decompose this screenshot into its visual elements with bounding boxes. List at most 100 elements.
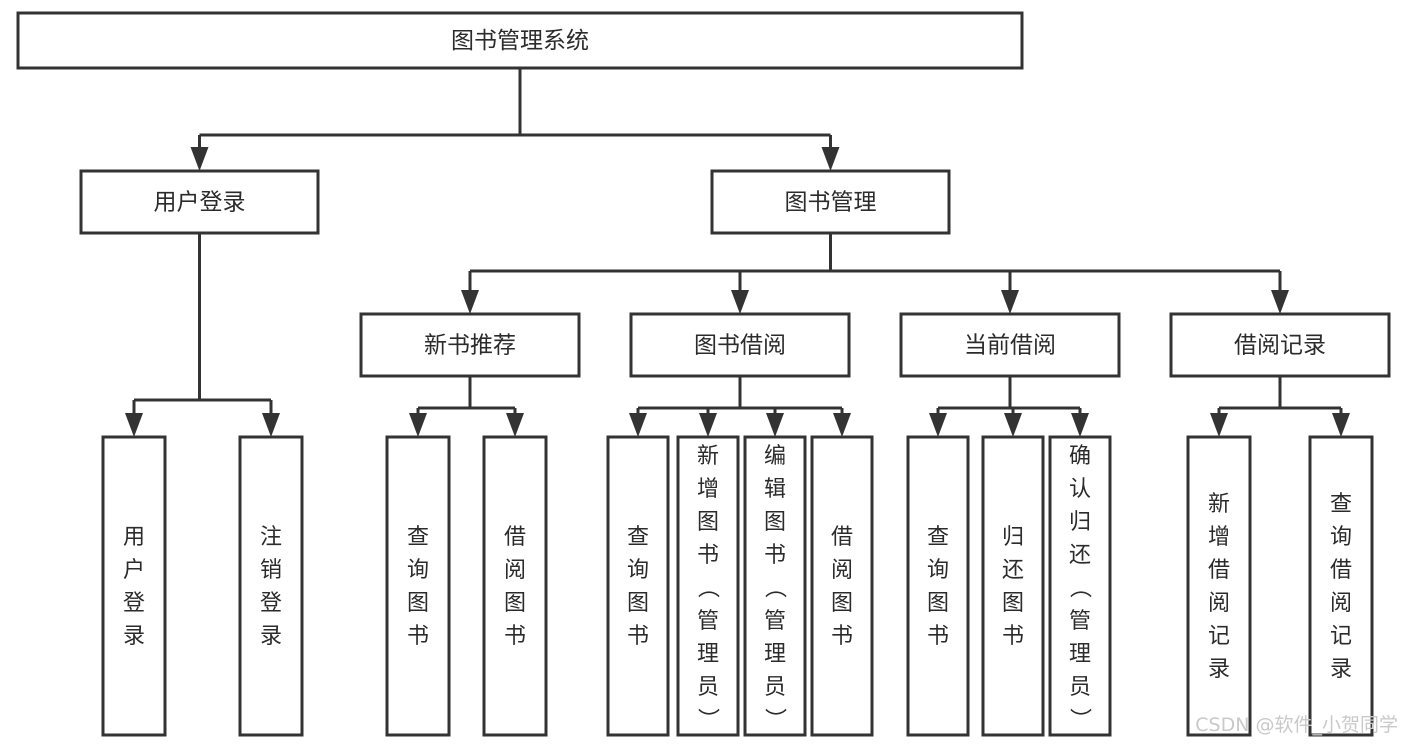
arrow-head-icon bbox=[731, 290, 749, 314]
arrow-connector bbox=[1004, 408, 1022, 437]
arrow-head-icon bbox=[821, 147, 840, 171]
leaf-node-6[interactable]: 新增图书（管理员） bbox=[676, 435, 740, 737]
leaf-node-rect bbox=[385, 435, 451, 737]
arrow-connector bbox=[833, 408, 851, 437]
leaf-node-label: 借阅图书 bbox=[504, 525, 526, 649]
level2-node-rect bbox=[1169, 312, 1391, 378]
leaf-node-rect bbox=[676, 435, 740, 737]
arrow-head-icon bbox=[766, 413, 784, 437]
leaf-node-4[interactable]: 借阅图书 bbox=[482, 435, 548, 737]
arrow-connector bbox=[262, 400, 280, 437]
level1-node-label: 图书管理 bbox=[785, 190, 877, 216]
arrow-head-icon bbox=[1001, 290, 1019, 314]
level2-node-label: 当前借阅 bbox=[964, 333, 1056, 359]
leaf-node-rect bbox=[101, 435, 167, 737]
arrow-head-icon bbox=[1332, 413, 1350, 437]
level1-node-1[interactable]: 用户登录 bbox=[79, 169, 320, 235]
leaf-node-rect bbox=[482, 435, 548, 737]
arrow-head-icon bbox=[1071, 413, 1089, 437]
arrow-connector bbox=[1332, 408, 1350, 437]
leaf-node-rect bbox=[238, 435, 304, 737]
leaf-node-10[interactable]: 归还图书 bbox=[981, 435, 1045, 737]
leaf-node-label: 查询图书 bbox=[927, 525, 949, 649]
leaf-node-label: 查询借阅记录 bbox=[1330, 492, 1352, 682]
arrow-head-icon bbox=[1004, 413, 1022, 437]
leaf-node-rect bbox=[981, 435, 1045, 737]
connector-layer bbox=[125, 68, 1350, 437]
leaf-node-7[interactable]: 编辑图书（管理员） bbox=[743, 435, 807, 737]
arrow-head-icon bbox=[461, 290, 479, 314]
level1-node-2[interactable]: 图书管理 bbox=[710, 169, 951, 235]
arrow-connector bbox=[1001, 271, 1019, 314]
leaf-node-1[interactable]: 用户登录 bbox=[101, 435, 167, 737]
arrow-head-icon bbox=[699, 413, 717, 437]
level2-node-label: 借阅记录 bbox=[1234, 333, 1326, 359]
arrow-connector bbox=[821, 135, 840, 171]
arrow-head-icon bbox=[1271, 290, 1289, 314]
arrow-head-icon bbox=[262, 413, 280, 437]
arrow-head-icon bbox=[125, 413, 143, 437]
leaf-node-11[interactable]: 确认归还（管理员） bbox=[1048, 435, 1112, 737]
leaf-node-8[interactable]: 借阅图书 bbox=[810, 435, 874, 737]
arrow-connector bbox=[929, 408, 947, 437]
level2-node-rect bbox=[899, 312, 1121, 378]
arrow-connector bbox=[1210, 408, 1228, 437]
arrow-connector bbox=[506, 408, 524, 437]
arrow-connector bbox=[190, 135, 209, 171]
leaf-node-label: 注销登录 bbox=[260, 525, 282, 649]
leaf-node-label: 新增借阅记录 bbox=[1208, 492, 1230, 682]
leaf-node-rect bbox=[1186, 435, 1252, 737]
leaf-node-9[interactable]: 查询图书 bbox=[906, 435, 970, 737]
level1-node-label: 用户登录 bbox=[154, 190, 246, 216]
level2-node-label: 新书推荐 bbox=[424, 333, 516, 359]
arrow-head-icon bbox=[506, 413, 524, 437]
leaf-node-rect bbox=[1308, 435, 1374, 737]
leaf-node-3[interactable]: 查询图书 bbox=[385, 435, 451, 737]
leaf-node-label: 编辑图书（管理员） bbox=[764, 444, 787, 733]
leaf-node-12[interactable]: 新增借阅记录 bbox=[1186, 435, 1252, 737]
leaf-node-label: 查询图书 bbox=[627, 525, 649, 649]
leaf-node-5[interactable]: 查询图书 bbox=[606, 435, 670, 737]
arrow-head-icon bbox=[833, 413, 851, 437]
arrow-connector bbox=[1271, 271, 1289, 314]
root-node-rect bbox=[16, 11, 1024, 70]
arrow-connector bbox=[766, 408, 784, 437]
leaf-node-label: 用户登录 bbox=[123, 525, 145, 649]
leaf-node-rect bbox=[606, 435, 670, 737]
leaf-node-rect bbox=[1048, 435, 1112, 737]
level2-node-1[interactable]: 新书推荐 bbox=[359, 312, 581, 378]
leaf-node-label: 查询图书 bbox=[407, 525, 429, 649]
arrow-connector bbox=[699, 408, 717, 437]
leaf-node-2[interactable]: 注销登录 bbox=[238, 435, 304, 737]
arrow-head-icon bbox=[190, 147, 209, 171]
arrow-connector bbox=[1071, 408, 1089, 437]
arrow-head-icon bbox=[929, 413, 947, 437]
watermark-text: CSDN @软件_小贺同学 bbox=[1195, 714, 1398, 736]
arrow-connector bbox=[629, 408, 647, 437]
level2-node-4[interactable]: 借阅记录 bbox=[1169, 312, 1391, 378]
level1-node-rect bbox=[710, 169, 951, 235]
level2-node-3[interactable]: 当前借阅 bbox=[899, 312, 1121, 378]
level2-node-2[interactable]: 图书借阅 bbox=[629, 312, 851, 378]
level2-node-label: 图书借阅 bbox=[694, 333, 786, 359]
leaf-node-label: 借阅图书 bbox=[831, 525, 853, 649]
root-node-label: 图书管理系统 bbox=[451, 28, 589, 54]
root-node-1[interactable]: 图书管理系统 bbox=[16, 11, 1024, 70]
node-layer: 图书管理系统用户登录图书管理新书推荐图书借阅当前借阅借阅记录用户登录注销登录查询… bbox=[16, 11, 1391, 737]
level2-node-rect bbox=[359, 312, 581, 378]
arrow-connector bbox=[409, 408, 427, 437]
arrow-connector bbox=[125, 400, 143, 437]
arrow-head-icon bbox=[409, 413, 427, 437]
leaf-node-label: 确认归还（管理员） bbox=[1069, 444, 1092, 733]
leaf-node-rect bbox=[906, 435, 970, 737]
arrow-connector bbox=[461, 271, 479, 314]
leaf-node-13[interactable]: 查询借阅记录 bbox=[1308, 435, 1374, 737]
leaf-node-label: 归还图书 bbox=[1002, 525, 1024, 649]
leaf-node-rect bbox=[743, 435, 807, 737]
arrow-head-icon bbox=[1210, 413, 1228, 437]
arrow-head-icon bbox=[629, 413, 647, 437]
leaf-node-rect bbox=[810, 435, 874, 737]
arrow-connector bbox=[731, 271, 749, 314]
level2-node-rect bbox=[629, 312, 851, 378]
